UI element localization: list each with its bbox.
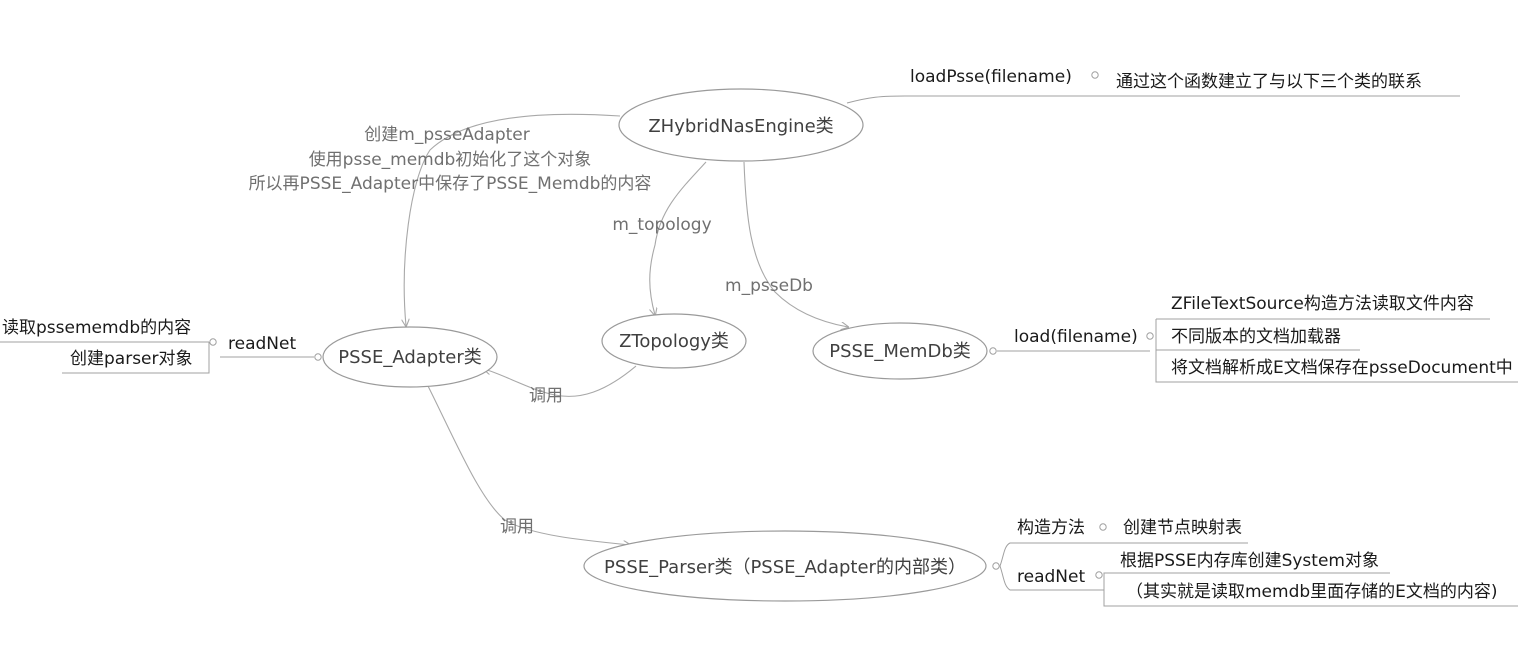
branch-parser-readnet-leaf-2: （其实就是读取memdb里面存储的E文档的内容)	[1126, 582, 1498, 602]
node-adapter-label: PSSE_Adapter类	[338, 347, 482, 368]
edge-label-line-3: 所以再PSSE_Adapter中保存了PSSE_Memdb的内容	[249, 174, 652, 194]
collapse-toggle-icon[interactable]	[989, 347, 997, 355]
node-parser[interactable]: PSSE_Parser类（PSSE_Adapter的内部类）	[583, 530, 987, 602]
node-adapter[interactable]: PSSE_Adapter类	[322, 326, 498, 388]
branch-parser-readnet-leaf-1: 根据PSSE内存库创建System对象	[1120, 551, 1379, 571]
branch-memdb-leaf-3: 将文档解析成E文档保存在psseDocument中	[1171, 358, 1513, 378]
node-engine-label: ZHybridNasEngine类	[648, 116, 833, 137]
branch-parser: 构造方法 创建节点映射表 readNet 根据PSSE内存库创建System对象…	[992, 518, 1518, 607]
node-memdb-label: PSSE_MemDb类	[829, 341, 971, 362]
branch-adapter-readnet: readNet 读取pssememdb的内容 创建parser对象	[0, 318, 322, 374]
collapse-toggle-icon[interactable]	[209, 338, 217, 346]
collapse-toggle-icon[interactable]	[992, 562, 1000, 570]
branch-parser-readnet-label: readNet	[1017, 567, 1085, 587]
branch-adapter-label: readNet	[228, 334, 296, 354]
node-topology[interactable]: ZTopology类	[601, 313, 747, 369]
collapse-toggle-icon[interactable]	[1091, 71, 1099, 79]
edge-label-engine-memdb: m_psseDb	[725, 276, 813, 296]
edge-adapter-parser	[427, 385, 630, 545]
branch-adapter-leaf-2: 创建parser对象	[70, 349, 193, 369]
edge-label-engine-topology: m_topology	[612, 215, 711, 235]
node-parser-label: PSSE_Parser类（PSSE_Adapter的内部类）	[604, 557, 966, 578]
branch-engine-loadpsse: loadPsse(filename) 通过这个函数建立了与以下三个类的联系	[846, 67, 1460, 104]
collapse-toggle-icon[interactable]	[314, 353, 322, 361]
branch-engine-label: loadPsse(filename)	[910, 67, 1072, 87]
edge-engine-adapter	[404, 113, 621, 326]
edge-topology-adapter	[484, 365, 637, 397]
collapse-toggle-icon[interactable]	[1095, 571, 1103, 579]
branch-memdb-leaf-1: ZFileTextSource构造方法读取文件内容	[1171, 294, 1474, 314]
edge-label-adapter-parser: 调用	[500, 517, 534, 537]
collapse-toggle-icon[interactable]	[1146, 332, 1154, 340]
node-topology-label: ZTopology类	[619, 331, 729, 352]
branch-parser-ctor-label: 构造方法	[1017, 518, 1085, 538]
branch-memdb-load: load(filename) ZFileTextSource构造方法读取文件内容…	[989, 294, 1518, 383]
edge-engine-topology	[650, 161, 707, 315]
branch-memdb-label: load(filename)	[1014, 327, 1138, 347]
edge-label-line-1: 创建m_psseAdapter	[364, 125, 529, 145]
node-memdb[interactable]: PSSE_MemDb类	[812, 322, 988, 380]
branch-engine-leaf-1: 通过这个函数建立了与以下三个类的联系	[1116, 72, 1422, 92]
collapse-toggle-icon[interactable]	[1099, 523, 1107, 531]
edge-label-topology-adapter: 调用	[529, 386, 563, 406]
node-engine[interactable]: ZHybridNasEngine类	[618, 88, 864, 162]
edge-label-line-2: 使用psse_memdb初始化了这个对象	[309, 149, 592, 170]
branch-memdb-leaf-2: 不同版本的文档加载器	[1171, 327, 1341, 347]
branch-adapter-leaf-1: 读取pssememdb的内容	[2, 318, 191, 338]
edge-label-engine-adapter: 创建m_psseAdapter 使用psse_memdb初始化了这个对象 所以再…	[249, 125, 652, 194]
branch-parser-ctor-leaf-1: 创建节点映射表	[1123, 518, 1242, 538]
edge-engine-memdb	[743, 161, 848, 327]
